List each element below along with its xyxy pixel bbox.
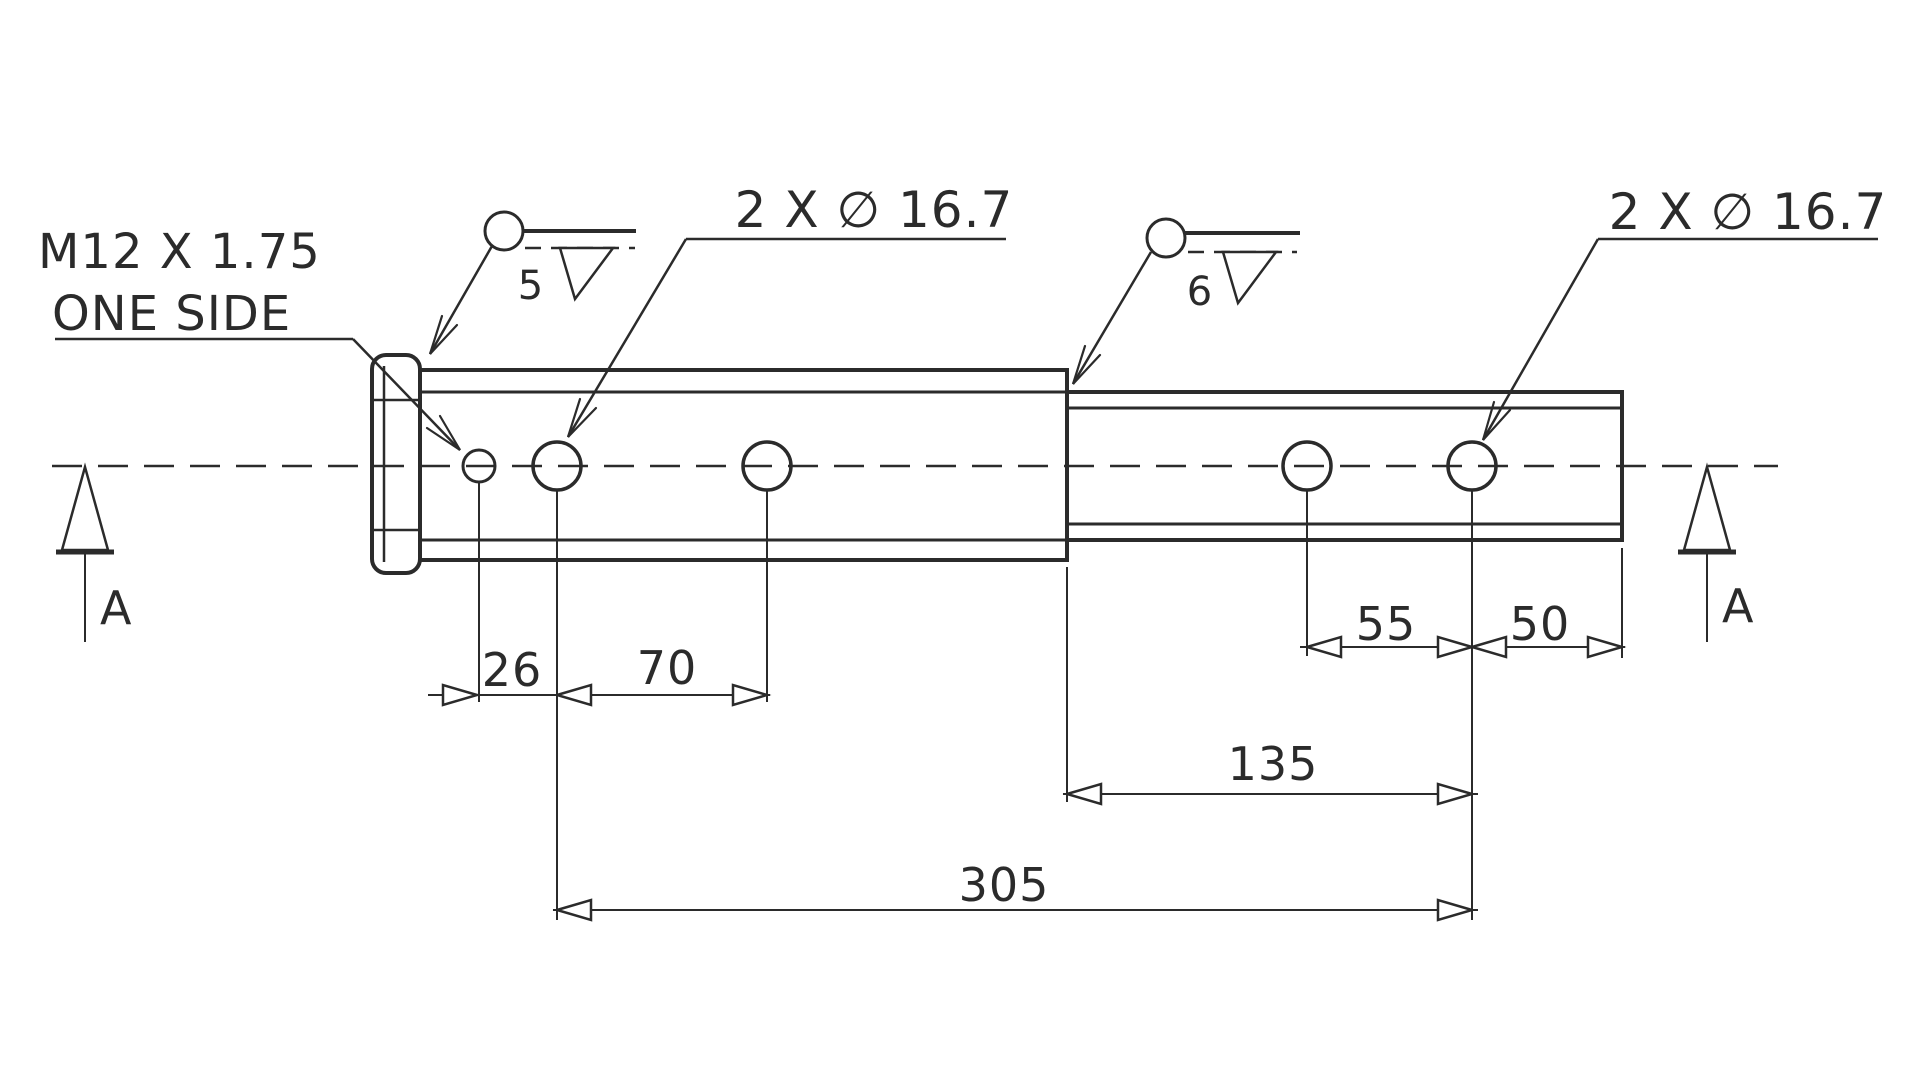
- hole-label-right-arrowhead-icon: [1481, 400, 1512, 441]
- dim-305-arrow-right-icon: [1436, 898, 1477, 922]
- dim-70-arrow-right-icon: [731, 683, 772, 707]
- dim-135-arrow-right-icon: [1436, 782, 1477, 806]
- section-label-left: A: [100, 581, 132, 635]
- dim-55-label: 55: [1356, 597, 1417, 651]
- hole-3: [1281, 440, 1333, 492]
- dim-135-label: 135: [1228, 737, 1319, 791]
- hole-label-left: 2 X ∅ 16.7: [735, 181, 1014, 239]
- dim-50-arrow-right-icon: [1586, 635, 1627, 659]
- hole-label-left-leader: [566, 238, 688, 438]
- dim-70-arrow-left-icon: [552, 683, 593, 707]
- section-arrow-right-icon: [1682, 462, 1732, 552]
- surface-finish-6-arrowhead-icon: [1071, 344, 1102, 385]
- thread-callout-line2: ONE SIDE: [52, 286, 291, 342]
- dim-305-label: 305: [959, 858, 1050, 912]
- bar-section-2: [1065, 390, 1624, 542]
- dim-50-label: 50: [1510, 597, 1571, 651]
- dim-55-arrow-left-icon: [1302, 635, 1343, 659]
- surface-finish-5-balloon: [483, 210, 525, 252]
- hole-label-right-leader: [1481, 238, 1600, 441]
- hole-m12-thread: [461, 448, 497, 484]
- section-arrow-left-icon: [60, 462, 110, 552]
- hole-label-right: 2 X ∅ 16.7: [1609, 183, 1888, 241]
- dim-55-arrow-right-icon: [1436, 635, 1477, 659]
- thread-callout-leader: [352, 338, 461, 451]
- surface-finish-5-leader: [428, 245, 494, 355]
- part-end-cap: [370, 353, 422, 575]
- surface-finish-5-arrowhead-icon: [428, 314, 459, 355]
- surface-finish-6-leader: [1071, 251, 1153, 385]
- dim-70-label: 70: [637, 641, 698, 695]
- dim-26-arrow-left-icon: [441, 683, 482, 707]
- surface-finish-6-number: 6: [1187, 269, 1213, 315]
- dim-26-label: 26: [482, 643, 543, 697]
- surface-finish-5-number: 5: [518, 263, 544, 309]
- surface-finish-5-symbol-icon: [558, 246, 616, 302]
- surface-finish-6-symbol-icon: [1221, 250, 1279, 306]
- hole-label-left-arrowhead-icon: [566, 397, 598, 438]
- thread-callout-line1: M12 X 1.75: [38, 224, 321, 280]
- dim-135-arrow-left-icon: [1062, 782, 1103, 806]
- surface-finish-6-balloon: [1145, 217, 1187, 259]
- hole-2: [741, 440, 793, 492]
- hole-1: [531, 440, 583, 492]
- thread-callout-arrowhead-icon: [425, 414, 461, 451]
- dim-305-arrow-left-icon: [552, 898, 593, 922]
- hole-4: [1446, 440, 1498, 492]
- section-label-right: A: [1722, 579, 1754, 633]
- dim-50-arrow-left-icon: [1467, 635, 1508, 659]
